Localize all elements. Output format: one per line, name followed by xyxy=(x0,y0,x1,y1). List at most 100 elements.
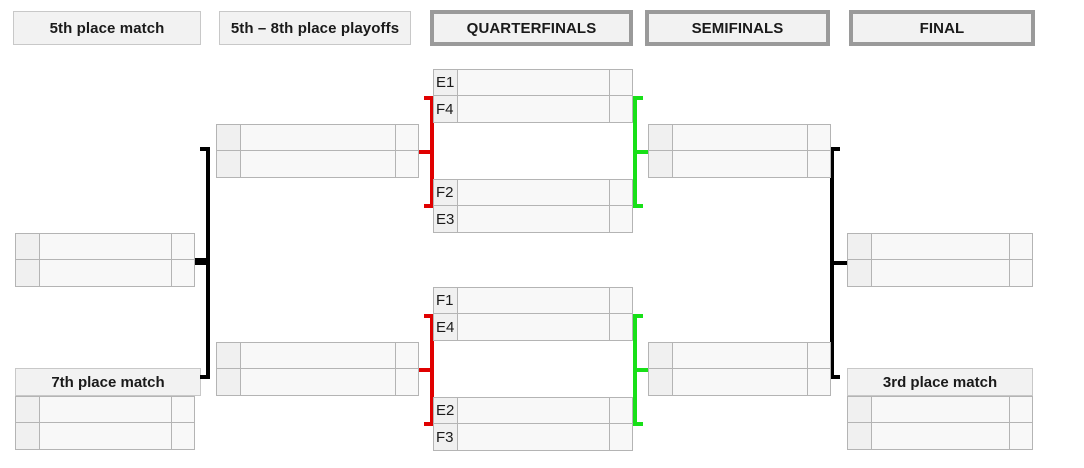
match-semifinal-2[interactable] xyxy=(648,342,831,396)
match-semifinal-1[interactable] xyxy=(648,124,831,178)
table-row[interactable] xyxy=(216,124,419,151)
team-cell[interactable] xyxy=(672,342,808,369)
table-row[interactable]: E2 xyxy=(433,397,633,424)
connector-stub xyxy=(193,261,206,265)
score-cell[interactable] xyxy=(609,423,633,451)
table-row[interactable] xyxy=(15,396,195,423)
score-cell[interactable] xyxy=(171,233,195,260)
match-5th-place[interactable] xyxy=(15,233,195,287)
team-cell[interactable] xyxy=(672,368,808,396)
team-cell[interactable] xyxy=(39,396,172,423)
match-final[interactable] xyxy=(847,233,1033,287)
match-3rd-place[interactable] xyxy=(847,396,1033,450)
score-cell[interactable] xyxy=(807,124,831,151)
team-cell[interactable] xyxy=(672,150,808,178)
table-row[interactable] xyxy=(847,233,1033,260)
connector-cap-bottom xyxy=(633,204,643,208)
team-cell[interactable] xyxy=(457,397,610,424)
table-row[interactable] xyxy=(648,342,831,369)
team-cell[interactable] xyxy=(240,124,396,151)
team-cell[interactable] xyxy=(457,423,610,451)
team-cell[interactable] xyxy=(457,205,610,233)
seed-cell: F1 xyxy=(433,287,457,314)
team-cell[interactable] xyxy=(240,150,396,178)
score-cell[interactable] xyxy=(395,342,419,369)
team-cell[interactable] xyxy=(457,179,610,206)
score-cell[interactable] xyxy=(395,368,419,396)
match-quarterfinal-4[interactable]: E2 F3 xyxy=(433,397,633,451)
table-row[interactable] xyxy=(847,396,1033,423)
score-cell[interactable] xyxy=(807,342,831,369)
table-row[interactable] xyxy=(648,124,831,151)
connector-cap-top xyxy=(424,96,434,100)
seed-cell xyxy=(15,422,39,450)
team-cell[interactable] xyxy=(457,313,610,341)
team-cell[interactable] xyxy=(39,259,172,287)
score-cell[interactable] xyxy=(609,313,633,341)
team-cell[interactable] xyxy=(39,422,172,450)
match-quarterfinal-2[interactable]: F2 E3 xyxy=(433,179,633,233)
table-row[interactable] xyxy=(216,368,419,396)
score-cell[interactable] xyxy=(1009,233,1033,260)
seed-cell xyxy=(216,368,240,396)
team-cell[interactable] xyxy=(457,69,610,96)
score-cell[interactable] xyxy=(609,95,633,123)
table-row[interactable] xyxy=(15,422,195,450)
table-row[interactable] xyxy=(216,342,419,369)
table-row[interactable] xyxy=(15,259,195,287)
table-row[interactable]: F3 xyxy=(433,423,633,451)
score-cell[interactable] xyxy=(171,422,195,450)
match-quarterfinal-3[interactable]: F1 E4 xyxy=(433,287,633,341)
table-row[interactable]: E4 xyxy=(433,313,633,341)
match-playoff-semi-2[interactable] xyxy=(216,342,419,396)
table-row[interactable] xyxy=(847,259,1033,287)
score-cell[interactable] xyxy=(395,124,419,151)
table-row[interactable] xyxy=(15,233,195,260)
connector-cap-top xyxy=(830,147,840,151)
team-cell[interactable] xyxy=(871,259,1010,287)
team-cell[interactable] xyxy=(240,368,396,396)
score-cell[interactable] xyxy=(171,259,195,287)
score-cell[interactable] xyxy=(609,179,633,206)
connector-cap-top xyxy=(633,314,643,318)
team-cell[interactable] xyxy=(871,233,1010,260)
score-cell[interactable] xyxy=(609,69,633,96)
match-playoff-semi-1[interactable] xyxy=(216,124,419,178)
table-row[interactable]: E1 xyxy=(433,69,633,96)
team-cell[interactable] xyxy=(39,233,172,260)
score-cell[interactable] xyxy=(807,368,831,396)
score-cell[interactable] xyxy=(609,205,633,233)
section-title-label: 7th place match xyxy=(51,373,165,391)
team-cell[interactable] xyxy=(871,422,1010,450)
score-cell[interactable] xyxy=(395,150,419,178)
match-quarterfinal-1[interactable]: E1 F4 xyxy=(433,69,633,123)
score-cell[interactable] xyxy=(1009,259,1033,287)
connector-vertical xyxy=(830,147,834,379)
score-cell[interactable] xyxy=(609,397,633,424)
table-row[interactable] xyxy=(648,150,831,178)
match-7th-place[interactable] xyxy=(15,396,195,450)
connector-vertical xyxy=(430,314,434,426)
team-cell[interactable] xyxy=(457,95,610,123)
seed-cell: E4 xyxy=(433,313,457,341)
seed-cell xyxy=(15,396,39,423)
table-row[interactable]: F1 xyxy=(433,287,633,314)
score-cell[interactable] xyxy=(807,150,831,178)
table-row[interactable] xyxy=(847,422,1033,450)
team-cell[interactable] xyxy=(871,396,1010,423)
table-row[interactable] xyxy=(216,150,419,178)
seed-cell: E3 xyxy=(433,205,457,233)
table-row[interactable] xyxy=(648,368,831,396)
table-row[interactable]: E3 xyxy=(433,205,633,233)
team-cell[interactable] xyxy=(240,342,396,369)
table-row[interactable]: F4 xyxy=(433,95,633,123)
score-cell[interactable] xyxy=(1009,396,1033,423)
team-cell[interactable] xyxy=(457,287,610,314)
table-row[interactable]: F2 xyxy=(433,179,633,206)
team-cell[interactable] xyxy=(672,124,808,151)
seed-cell xyxy=(216,124,240,151)
score-cell[interactable] xyxy=(1009,422,1033,450)
seed-cell xyxy=(216,150,240,178)
score-cell[interactable] xyxy=(609,287,633,314)
score-cell[interactable] xyxy=(171,396,195,423)
